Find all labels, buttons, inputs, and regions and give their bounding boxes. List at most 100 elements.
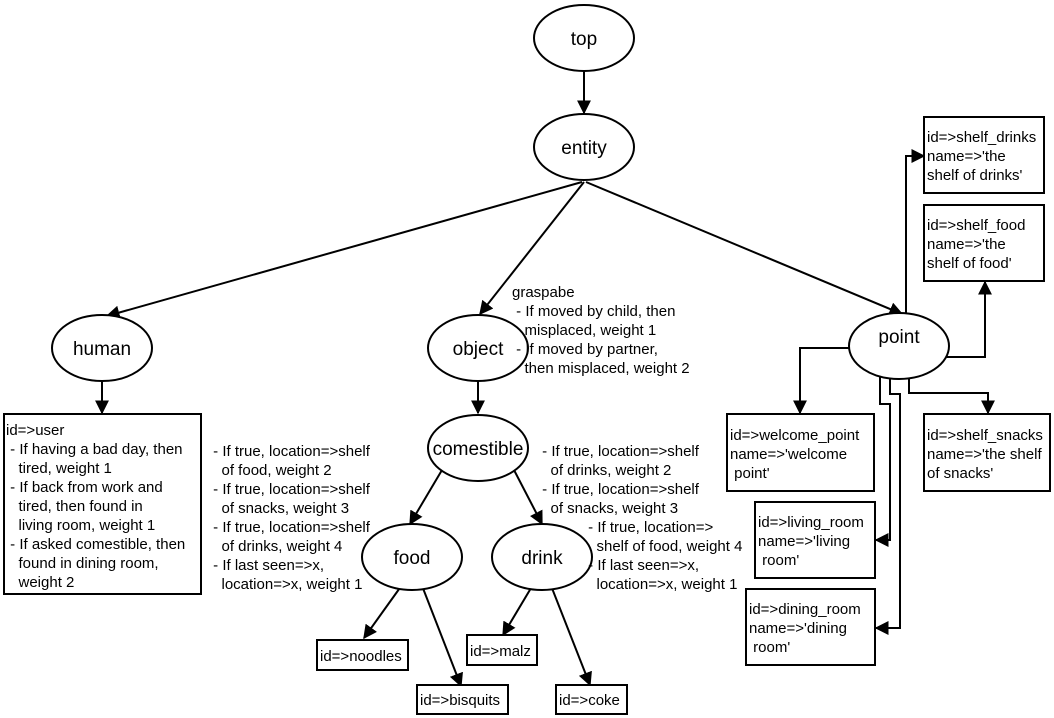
- box-dining-room-text: id=>dining_room name=>'dining room': [749, 601, 861, 656]
- box-shelf-food-text: id=>shelf_food name=>'the shelf of food': [927, 217, 1025, 272]
- text-line: id=>welcome_point: [730, 427, 860, 444]
- box-welcome-point: id=>welcome_point name=>'welcome point': [726, 413, 875, 492]
- edge-point-welcome: [793, 347, 868, 415]
- edge-entity-object: [479, 181, 585, 316]
- edge-entity-human: [105, 181, 583, 320]
- text-line: - If true, location=>shelf: [538, 481, 700, 498]
- box-shelf-snacks: id=>shelf_snacks name=>'the shelf of snack…: [923, 413, 1051, 492]
- box-bisquits: id=>bisquits: [416, 684, 509, 715]
- node-object: object: [427, 314, 529, 382]
- node-entity-label: entity: [561, 138, 607, 159]
- box-shelf-food: id=>shelf_food name=>'the shelf of food': [923, 204, 1045, 282]
- text-line: name=>'welcome: [730, 446, 847, 463]
- text-line: - If last seen=>x,: [584, 557, 699, 574]
- node-top-label: top: [571, 29, 597, 50]
- edge-point-dining-room: [874, 369, 901, 635]
- text-line: - If having a bad day, then: [6, 441, 183, 458]
- text-line: id=>shelf_snacks: [927, 427, 1043, 444]
- text-line: id=>user: [6, 422, 64, 439]
- text-line: of snacks, weight 3: [209, 500, 349, 517]
- text-line: - If moved by partner,: [512, 341, 658, 358]
- node-drink-label: drink: [521, 548, 563, 569]
- node-comestible-label: comestible: [433, 439, 524, 460]
- box-malz: id=>malz: [466, 634, 538, 666]
- box-dining-room: id=>dining_room name=>'dining room': [745, 588, 876, 666]
- text-line: id=>shelf_drinks: [927, 129, 1036, 146]
- text-line: misplaced, weight 1: [512, 322, 656, 339]
- box-user-text: id=>user - If having a bad day, then tir…: [6, 422, 185, 591]
- note-object: graspabe - If moved by child, then mispl…: [512, 284, 690, 377]
- text-line: shelf of drinks': [927, 167, 1023, 184]
- box-bisquits-text: id=>bisquits: [420, 692, 500, 709]
- text-line: name=>'the shelf: [927, 446, 1042, 463]
- text-line: id=>bisquits: [420, 692, 500, 709]
- text-line: found in dining room,: [6, 555, 159, 572]
- text-line: tired, then found in: [6, 498, 143, 515]
- text-line: name=>'living: [758, 533, 850, 550]
- text-line: location=>x, weight 1: [584, 576, 737, 593]
- text-line: room': [749, 639, 790, 656]
- box-shelf-drinks: id=>shelf_drinks name=>'the shelf of drink…: [923, 116, 1045, 194]
- text-line: location=>x, weight 1: [209, 576, 362, 593]
- text-line: - If back from work and: [6, 479, 163, 496]
- text-line: - If true, location=>shelf: [209, 519, 371, 536]
- text-line: - If true, location=>shelf: [538, 443, 700, 460]
- edge-entity-point: [585, 181, 904, 316]
- text-line: id=>coke: [559, 692, 620, 709]
- node-comestible: comestible: [427, 414, 529, 482]
- text-line: shelf of food, weight 4: [584, 538, 742, 555]
- node-food: food: [361, 523, 463, 591]
- box-living-room: id=>living_room name=>'living room': [754, 501, 876, 579]
- box-shelf-snacks-text: id=>shelf_snacks name=>'the shelf of snack…: [927, 427, 1043, 482]
- node-entity: entity: [533, 113, 635, 181]
- edge-point-shelf-snacks: [908, 369, 995, 415]
- text-line: tired, weight 1: [6, 460, 112, 477]
- box-living-room-text: id=>living_room name=>'living room': [758, 514, 864, 569]
- text-line: id=>dining_room: [749, 601, 861, 618]
- text-line: id=>noodles: [320, 648, 402, 665]
- box-malz-text: id=>malz: [470, 643, 531, 660]
- text-line: shelf of food': [927, 255, 1012, 272]
- text-line: - If true, location=>: [584, 519, 713, 536]
- text-line: room': [758, 552, 799, 569]
- text-line: id=>living_room: [758, 514, 864, 531]
- note-food: - If true, location=>shelf of food, weig…: [209, 443, 371, 593]
- text-line: name=>'the: [927, 148, 1006, 165]
- edge-comestible-drink: [513, 469, 543, 526]
- node-point: point: [848, 312, 950, 380]
- text-line: name=>'the: [927, 236, 1006, 253]
- box-coke-text: id=>coke: [559, 692, 620, 709]
- edge-drink-coke: [547, 577, 592, 687]
- node-human: human: [51, 314, 153, 382]
- text-line: - If true, location=>shelf: [209, 481, 371, 498]
- text-line: - If true, location=>shelf: [209, 443, 371, 460]
- text-line: then misplaced, weight 2: [512, 360, 690, 377]
- text-line: graspabe: [512, 284, 575, 301]
- node-food-label: food: [394, 548, 431, 569]
- text-line: of snacks': [927, 465, 993, 482]
- box-noodles: id=>noodles: [316, 639, 409, 671]
- text-line: of snacks, weight 3: [538, 500, 678, 517]
- text-line: id=>malz: [470, 643, 531, 660]
- node-top: top: [533, 4, 635, 72]
- node-object-label: object: [453, 339, 504, 360]
- node-point-label: point: [878, 327, 920, 348]
- edge-point-living-room: [874, 358, 891, 547]
- box-shelf-drinks-text: id=>shelf_drinks name=>'the shelf of drink…: [927, 129, 1036, 184]
- box-noodles-text: id=>noodles: [320, 648, 402, 665]
- text-line: of food, weight 2: [209, 462, 332, 479]
- box-user: id=>user - If having a bad day, then tir…: [3, 413, 202, 595]
- text-line: - If moved by child, then: [512, 303, 675, 320]
- text-line: - If asked comestible, then: [6, 536, 185, 553]
- text-line: - If last seen=>x,: [209, 557, 324, 574]
- text-line: id=>shelf_food: [927, 217, 1025, 234]
- node-human-label: human: [73, 339, 131, 360]
- box-welcome-point-text: id=>welcome_point name=>'welcome point': [730, 427, 860, 482]
- edge-comestible-food: [409, 469, 443, 526]
- text-line: weight 2: [6, 574, 74, 591]
- box-coke: id=>coke: [555, 684, 628, 715]
- text-line: name=>'dining: [749, 620, 847, 637]
- text-line: point': [730, 465, 770, 482]
- text-line: of drinks, weight 4: [209, 538, 342, 555]
